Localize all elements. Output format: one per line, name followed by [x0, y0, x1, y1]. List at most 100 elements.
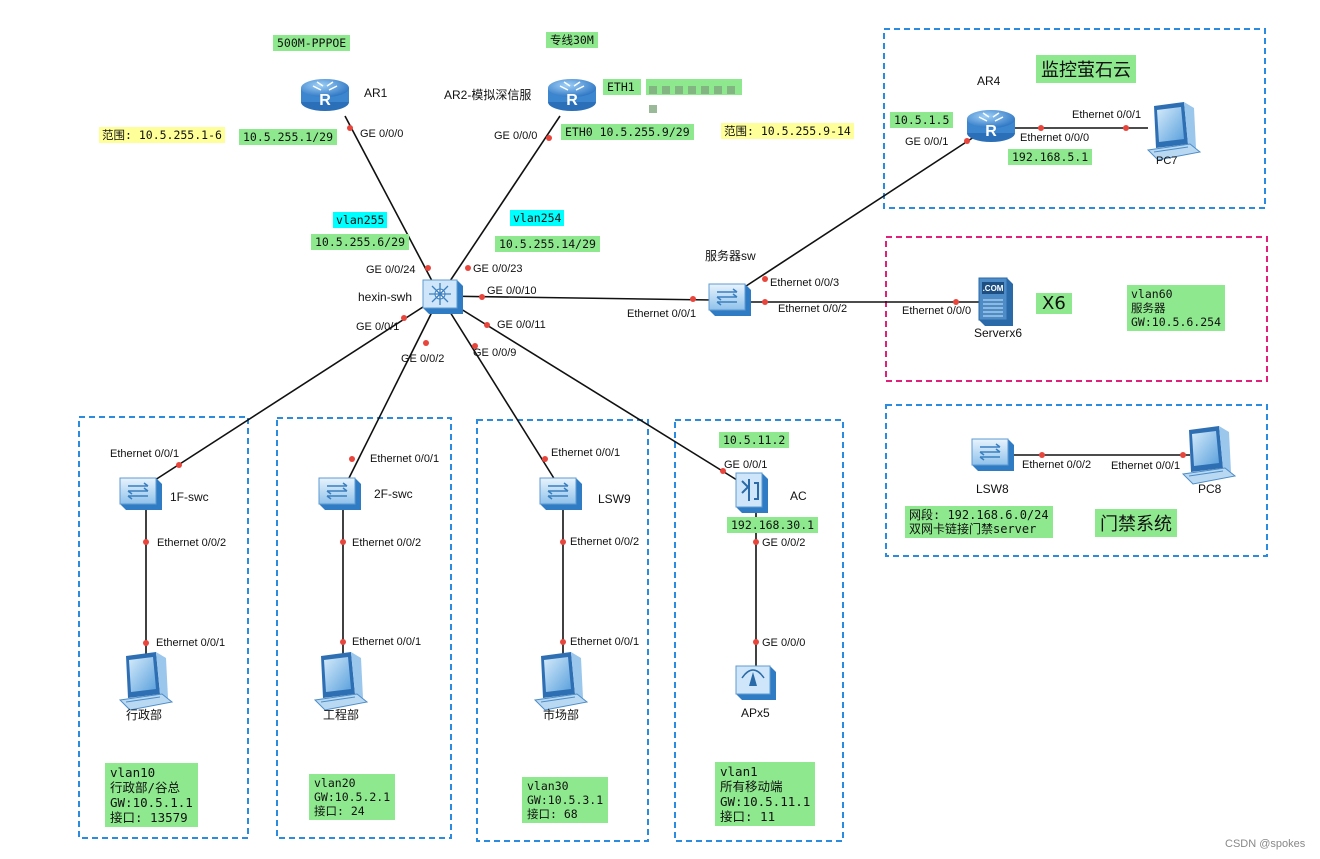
- server-icon: .COM: [978, 277, 1013, 326]
- swc2-label: 2F-swc: [374, 487, 413, 501]
- port-dots: [143, 125, 1186, 646]
- port-label: GE 0/0/0: [762, 637, 806, 649]
- ar1-link-label: 500M-PPPOE: [273, 35, 351, 51]
- vlan60-label: vlan60 服务器 GW:10.5.6.254: [1127, 285, 1226, 331]
- port-label: Ethernet 0/0/1: [627, 308, 697, 320]
- core-switch-label: hexin-swh: [358, 290, 413, 304]
- links: [145, 115, 1190, 668]
- ar2-ip-label: ETH0 10.5.255.9/29: [561, 124, 694, 140]
- port-label: Ethernet 0/0/2: [1022, 459, 1092, 471]
- pc8-label: PC8: [1198, 482, 1222, 496]
- port-label: GE 0/0/2: [762, 537, 806, 549]
- link-core-serversw: [439, 295, 713, 301]
- ar1-label: AR1: [364, 86, 388, 100]
- ac-icon: [735, 472, 768, 513]
- link-serversw-ar4: [739, 134, 978, 291]
- port-label: Ethernet 0/0/1: [1072, 109, 1142, 121]
- port-label: GE 0/0/10: [487, 285, 537, 297]
- pc-icon: [314, 651, 368, 711]
- server-group-box: [885, 236, 1268, 382]
- vlan1-label: vlan1 所有移动端 GW:10.5.11.1 接口: 11: [715, 762, 816, 826]
- port-label: Ethernet 0/0/2: [157, 537, 227, 549]
- ar4-lan-ip-label: 192.168.5.1: [1008, 149, 1093, 165]
- link-core-1fswc: [154, 295, 441, 481]
- vlan20-label: vlan20 GW:10.5.2.1 接口: 24: [309, 774, 396, 820]
- monitor-title: 监控萤石云: [1036, 55, 1136, 83]
- router-icon: [300, 78, 350, 112]
- ar1-ip-label: 10.5.255.1/29: [239, 129, 338, 145]
- swc1-label: 1F-swc: [170, 490, 209, 504]
- door-title: 门禁系统: [1095, 509, 1177, 537]
- vlan255-ip-label: 10.5.255.6/29: [311, 234, 410, 250]
- switch-icon: [708, 283, 752, 317]
- pc-eng-label: 工程部: [323, 708, 360, 722]
- watermark: CSDN @spokes: [1225, 838, 1306, 850]
- svg-text:.COM: .COM: [983, 284, 1004, 293]
- port-label: Ethernet 0/0/1: [551, 447, 621, 459]
- port-label: Ethernet 0/0/1: [370, 453, 440, 465]
- ar2-label: AR2-模拟深信服: [444, 88, 532, 102]
- port-label: Ethernet 0/0/0: [902, 305, 972, 317]
- vlan30-group-box: [476, 419, 649, 842]
- pc-market-label: 市场部: [543, 708, 580, 722]
- server-switch-label: 服务器sw: [705, 249, 756, 263]
- port-label: Ethernet 0/0/0: [1020, 132, 1090, 144]
- serverx6-label: Serverx6: [974, 326, 1023, 340]
- port-label: Ethernet 0/0/1: [570, 636, 640, 648]
- port-label: Ethernet 0/0/1: [110, 448, 180, 460]
- port-label: Ethernet 0/0/1: [1111, 460, 1181, 472]
- vlan254-label: vlan254: [510, 210, 565, 226]
- pc-icon: [534, 651, 588, 711]
- ac-ip2-label: 192.168.30.1: [727, 517, 819, 533]
- lsw8-label: LSW8: [976, 482, 1009, 496]
- link-ar2-core: [439, 115, 561, 297]
- ar2-link-label: 专线30M: [546, 32, 598, 48]
- core-switch-icon: [422, 279, 463, 314]
- link-core-2fswc: [347, 295, 441, 481]
- pc-icon: [119, 651, 173, 711]
- vlan255-label: vlan255: [333, 212, 388, 228]
- range2-label: 范围: 10.5.255.9-14: [721, 123, 854, 139]
- ap-label: APx5: [741, 706, 770, 720]
- ac-label: AC: [790, 489, 807, 503]
- port-label: GE 0/0/11: [497, 319, 546, 331]
- pc-icon: [1147, 101, 1201, 161]
- port-label: GE 0/0/9: [473, 347, 517, 359]
- port-label: Ethernet 0/0/2: [570, 536, 640, 548]
- port-label: Ethernet 0/0/1: [156, 637, 226, 649]
- link-core-lsw9: [439, 295, 556, 481]
- port-label: GE 0/0/23: [473, 263, 523, 275]
- monitor-group-box: [883, 28, 1266, 209]
- router-icon: [966, 109, 1016, 143]
- port-label: GE 0/0/1: [724, 459, 768, 471]
- switch-icon: [971, 438, 1015, 472]
- link-core-ac: [439, 295, 746, 486]
- ar4-label: AR4: [977, 74, 1001, 88]
- port-label: GE 0/0/1: [905, 136, 949, 148]
- port-label: GE 0/0/0: [360, 128, 404, 140]
- port-label: Ethernet 0/0/2: [352, 537, 422, 549]
- port-label: Ethernet 0/0/2: [778, 303, 848, 315]
- port-label: GE 0/0/24: [366, 264, 416, 276]
- switch-icon: [318, 477, 362, 511]
- door-group-box: [885, 404, 1268, 557]
- port-label: GE 0/0/0: [494, 130, 538, 142]
- pc-icon: [1182, 425, 1236, 485]
- range1-label: 范围: 10.5.255.1-6: [99, 127, 225, 143]
- router-icon: [547, 78, 597, 112]
- port-label: Ethernet 0/0/1: [352, 636, 422, 648]
- access-point-icon: [735, 665, 776, 700]
- switch-icon: [119, 477, 163, 511]
- vlan1-group-box: [674, 419, 844, 842]
- redacted-address: [646, 79, 742, 113]
- vlan20-group-box: [276, 417, 452, 839]
- vlan10-group-box: [78, 416, 249, 839]
- port-label: GE 0/0/2: [401, 353, 445, 365]
- port-label: Ethernet 0/0/3: [770, 277, 840, 289]
- eth1-label: ETH1: [603, 79, 641, 95]
- link-ar1-core: [344, 115, 441, 297]
- lsw9-label: LSW9: [598, 492, 631, 506]
- vlan10-label: vlan10 行政部/谷总 GW:10.5.1.1 接口: 13579: [105, 763, 198, 827]
- vlan254-ip-label: 10.5.255.14/29: [495, 236, 600, 252]
